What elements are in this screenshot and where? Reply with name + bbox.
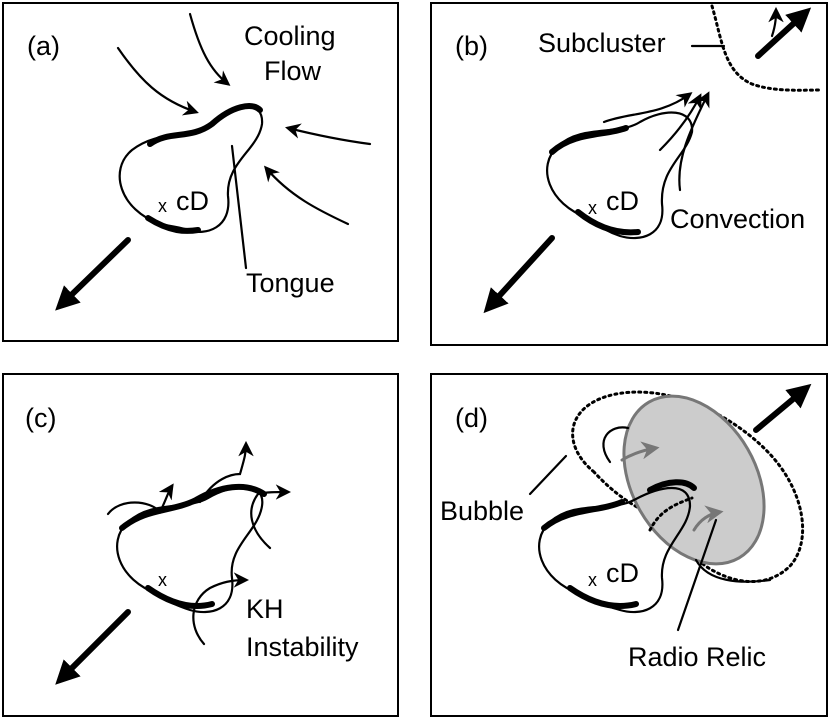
kh-label-line2: Instability: [246, 632, 359, 662]
kh-wave-4: [192, 572, 250, 646]
cd-marker: x: [158, 196, 167, 216]
cd-label-b: cD: [606, 186, 639, 216]
cd-label: cD: [176, 186, 209, 216]
bubble-label: Bubble: [440, 496, 524, 526]
panel-c: (c) x KH Instability: [2, 373, 399, 717]
inner-dotted-flow: [648, 496, 694, 532]
kh-wave-3: [250, 484, 292, 550]
cd-galaxy-shape-b: [546, 111, 694, 240]
cd-marker-b: x: [588, 198, 597, 218]
subcluster-motion-arrow: [755, 7, 812, 59]
cd-galaxy-shape: [118, 103, 264, 234]
bubble-flow-grey-1: [620, 441, 660, 462]
cooling-flow-label-line1: Cooling: [244, 21, 336, 51]
kh-wave-1: [106, 483, 174, 516]
motion-arrow-b: [483, 235, 555, 314]
cooling-flow-label-line2: Flow: [264, 56, 322, 86]
panel-d-label: (d): [455, 403, 488, 433]
panel-d: (d) Bubble x cD Radio Relic: [430, 373, 828, 717]
cooling-flow-arrow-3: [285, 123, 372, 146]
radio-relic-pointer-line: [676, 518, 718, 632]
radio-relic-ellipse: [622, 394, 766, 566]
subcluster-motion-arrow-d: [753, 383, 812, 433]
tongue-label: Tongue: [246, 268, 335, 298]
radio-relic-label: Radio Relic: [628, 642, 766, 672]
panel-b: (b) Subcluster x cD Convection: [430, 2, 828, 346]
panel-c-frame: [2, 373, 399, 717]
motion-arrow: [55, 237, 131, 311]
panel-b-label: (b): [455, 31, 488, 61]
subcluster-boundary: [710, 4, 824, 92]
panel-d-frame: [430, 373, 828, 717]
subcluster-label: Subcluster: [538, 28, 666, 58]
cooling-flow-arrow-2: [188, 12, 231, 86]
panel-c-label: (c): [25, 403, 56, 433]
kh-wave-2: [198, 440, 254, 504]
bubble-flow-black: [602, 426, 630, 464]
convection-arrow-1: [602, 92, 693, 124]
convection-arrow-2: [678, 91, 710, 192]
cd-marker-c: x: [158, 570, 167, 590]
kh-label-line1: KH: [246, 594, 284, 624]
motion-arrow-c: [55, 609, 131, 685]
convection-label: Convection: [670, 204, 805, 234]
convection-arrow-3: [658, 93, 702, 152]
cooling-flow-arrow-4: [263, 165, 350, 226]
cooling-flow-arrow-1: [116, 46, 199, 116]
tongue-pointer-line: [230, 144, 248, 270]
bubble-pointer-line: [528, 454, 568, 496]
cd-marker-d: x: [588, 570, 597, 590]
cd-galaxy-shape-c: [116, 483, 267, 614]
panel-a-label: (a): [27, 31, 60, 61]
panel-a-frame: [2, 2, 399, 342]
panel-a: (a) Cooling Flow x cD Tongue: [2, 2, 399, 342]
subcluster-small-arrow: [768, 6, 784, 38]
bubble-flow-grey-2: [692, 505, 724, 532]
cd-label-d: cD: [606, 558, 639, 588]
panel-b-frame: [430, 2, 828, 346]
